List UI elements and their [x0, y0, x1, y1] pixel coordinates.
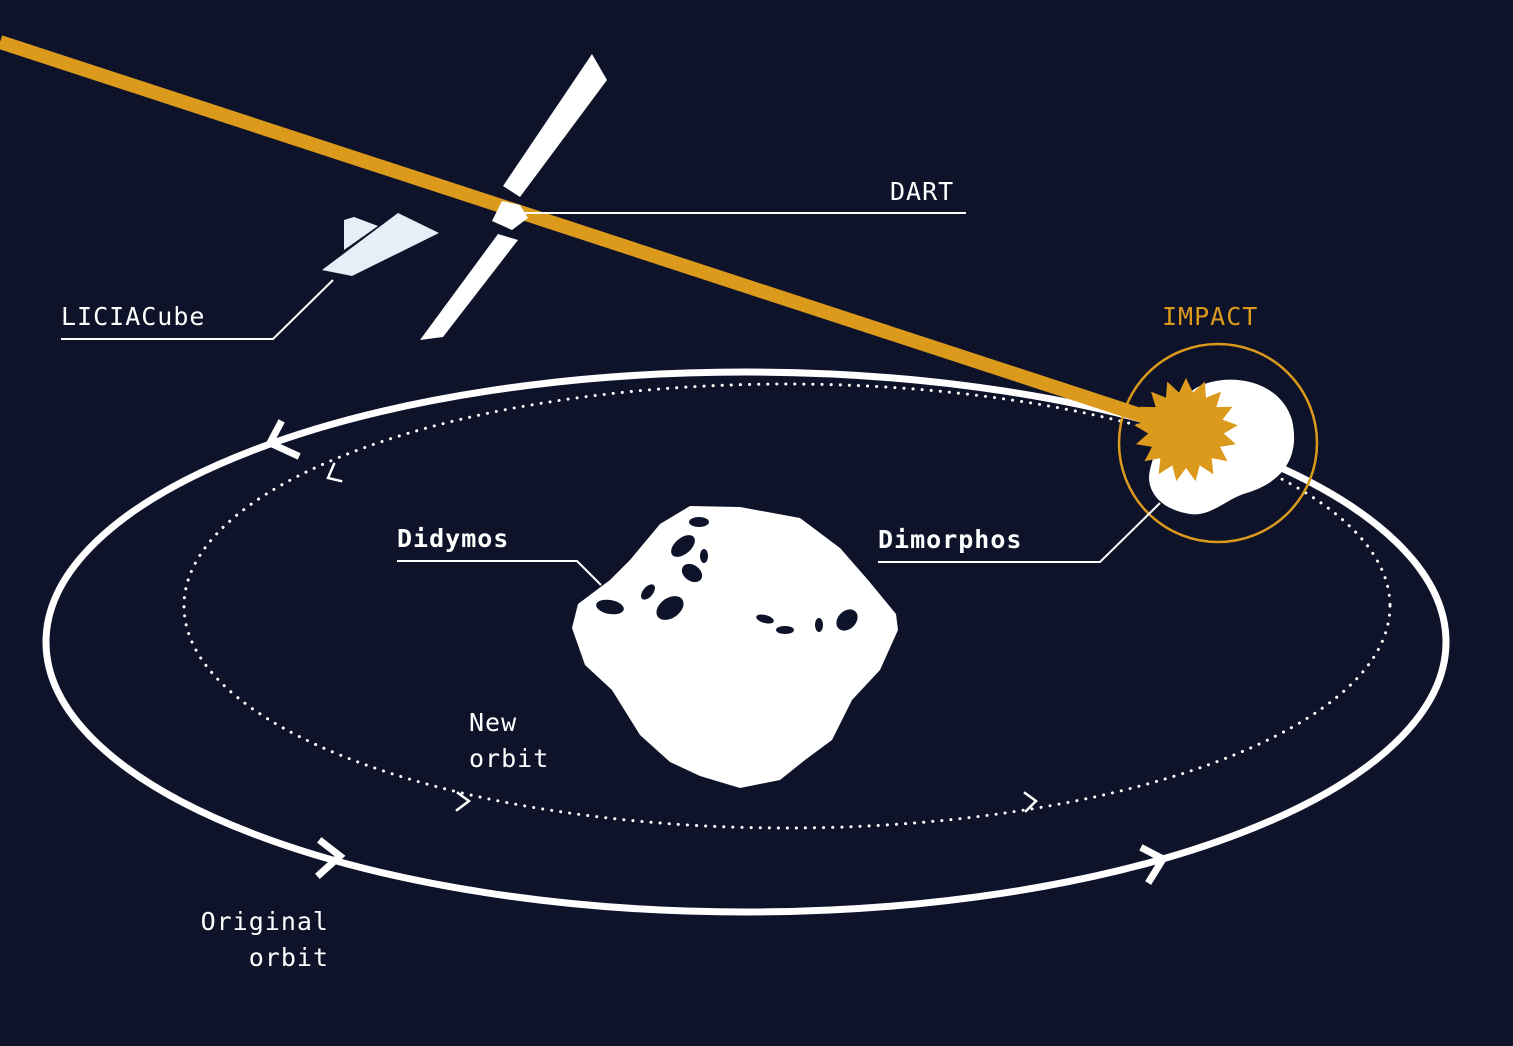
label-impact: IMPACT — [1162, 302, 1258, 331]
leader-lines — [61, 212, 1161, 586]
label-original-orbit-line2: orbit — [249, 943, 329, 972]
solar-panel-upper — [503, 54, 607, 197]
dart-spacecraft — [420, 54, 607, 340]
label-new-orbit-line1: New — [469, 708, 517, 737]
label-didymos: Didymos — [397, 524, 509, 553]
new-orbit-arrow-icon — [326, 462, 343, 483]
label-original-orbit-line1: Original — [201, 907, 329, 936]
spacecraft-body — [492, 201, 528, 230]
label-dart: DART — [890, 177, 954, 206]
original-orbit-arrow-icon — [1139, 844, 1168, 885]
label-liciacube: LICIACube — [61, 302, 205, 331]
original-orbit-arrow-icon — [315, 837, 346, 879]
impact-starburst-icon — [1134, 378, 1238, 482]
didymos-asteroid — [572, 506, 898, 788]
label-dimorphos: Dimorphos — [878, 525, 1022, 554]
new-orbit-arrow-icon — [455, 791, 472, 812]
dimorphos-leader — [878, 502, 1161, 563]
new-orbit-arrow-icon — [1023, 791, 1038, 813]
new-orbit — [182, 382, 1392, 830]
didymos-leader — [397, 560, 602, 586]
orbit-arrows — [265, 419, 1168, 885]
original-orbit-arrow-icon — [265, 419, 301, 460]
original-orbit — [42, 368, 1450, 916]
dart-trajectory — [0, 35, 1183, 435]
liciacube-spacecraft — [322, 213, 439, 276]
solar-panel-lower — [420, 234, 518, 340]
label-new-orbit-line2: orbit — [469, 744, 549, 773]
liciacube-leader — [61, 279, 334, 340]
impact-circle — [1117, 342, 1319, 544]
